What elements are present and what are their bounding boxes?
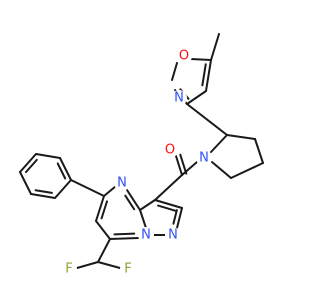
- bond-double-pyrazole: [172, 209, 178, 225]
- bond-ring-pyrazole: [139, 209, 147, 229]
- bond-double-pyrimidine: [113, 232, 136, 236]
- bond-ring-phenyl: [19, 153, 37, 173]
- atom-labels: O N O N N N N F: [61, 48, 212, 277]
- bond-ring-isoxazole: [205, 59, 212, 92]
- bond-ring-pyrimidine: [103, 185, 117, 197]
- svg-text:F: F: [65, 262, 72, 277]
- bond-ring-pyrrolidine: [210, 134, 228, 153]
- atom-o-isoxazole: O: [176, 48, 192, 64]
- atom-o-carbonyl: O: [162, 142, 178, 158]
- svg-text:F: F: [124, 262, 131, 277]
- atom-f-right: F: [120, 261, 136, 277]
- bond-ring-isoxazole: [171, 62, 178, 81]
- bond-single: [154, 174, 183, 201]
- bond-ring-pyrazole: [176, 207, 183, 229]
- bond-ring-phenyl: [35, 153, 61, 159]
- bond-lines: [19, 33, 264, 269]
- bond-ring-pyrrolidine: [230, 162, 264, 179]
- svg-text:O: O: [165, 143, 175, 158]
- bond-ring-pyrimidine: [95, 220, 111, 240]
- svg-text:N: N: [174, 91, 184, 106]
- bond-double-carbonyl: [179, 153, 188, 175]
- bond-ring-pyrazole: [154, 199, 183, 209]
- bond-ring-pyrimidine: [95, 195, 105, 222]
- bond-ring-pyrazole: [139, 199, 156, 211]
- bond-double-pyrazole: [157, 204, 178, 213]
- bond-double-phenyl: [24, 158, 38, 174]
- atom-n-bridge: N: [138, 227, 154, 243]
- bond-ring-phenyl: [30, 193, 56, 199]
- atom-f-left: F: [61, 261, 77, 277]
- bond-ring-pyrrolidine: [226, 134, 256, 140]
- bond-methyl: [210, 33, 220, 61]
- bond-double-phenyl: [34, 189, 53, 194]
- atom-n-pyrrolidine: N: [196, 150, 212, 166]
- bond-ring-pyrimidine: [109, 237, 140, 240]
- bond-ring-pyrimidine: [126, 189, 141, 211]
- bond-ring-pyrrolidine: [211, 161, 232, 179]
- bond-double-phenyl: [56, 162, 67, 180]
- atom-n-pyrimidine-upper: N: [114, 175, 130, 191]
- bond-double-pyrimidine: [100, 200, 109, 220]
- bond-single: [186, 103, 228, 136]
- molecule-structure: O N O N N N N F: [19, 33, 264, 277]
- svg-text:N: N: [117, 176, 127, 191]
- svg-text:N: N: [199, 151, 209, 166]
- bond-double-isoxazole: [201, 63, 207, 87]
- bond-single: [97, 238, 111, 263]
- svg-text:N: N: [168, 228, 178, 243]
- bond-double-pyrimidine: [124, 194, 136, 211]
- svg-text:N: N: [141, 228, 151, 243]
- bond-carbonyl: [175, 155, 183, 176]
- atom-n-isoxazole: N: [171, 90, 187, 106]
- bond-single: [70, 179, 105, 197]
- bond-ring-phenyl: [54, 179, 72, 199]
- bond-ring-pyrrolidine: [254, 138, 264, 164]
- bond-ring-isoxazole: [186, 90, 207, 105]
- bond-ring-phenyl: [59, 157, 72, 181]
- bond-c-f: [97, 261, 121, 269]
- bond-c-f: [76, 261, 99, 269]
- bond-single: [181, 161, 198, 176]
- bond-ring-phenyl: [19, 171, 32, 195]
- bond-ring-isoxazole: [190, 58, 212, 61]
- atom-n-pyrazole: N: [165, 227, 181, 243]
- svg-text:O: O: [179, 49, 189, 64]
